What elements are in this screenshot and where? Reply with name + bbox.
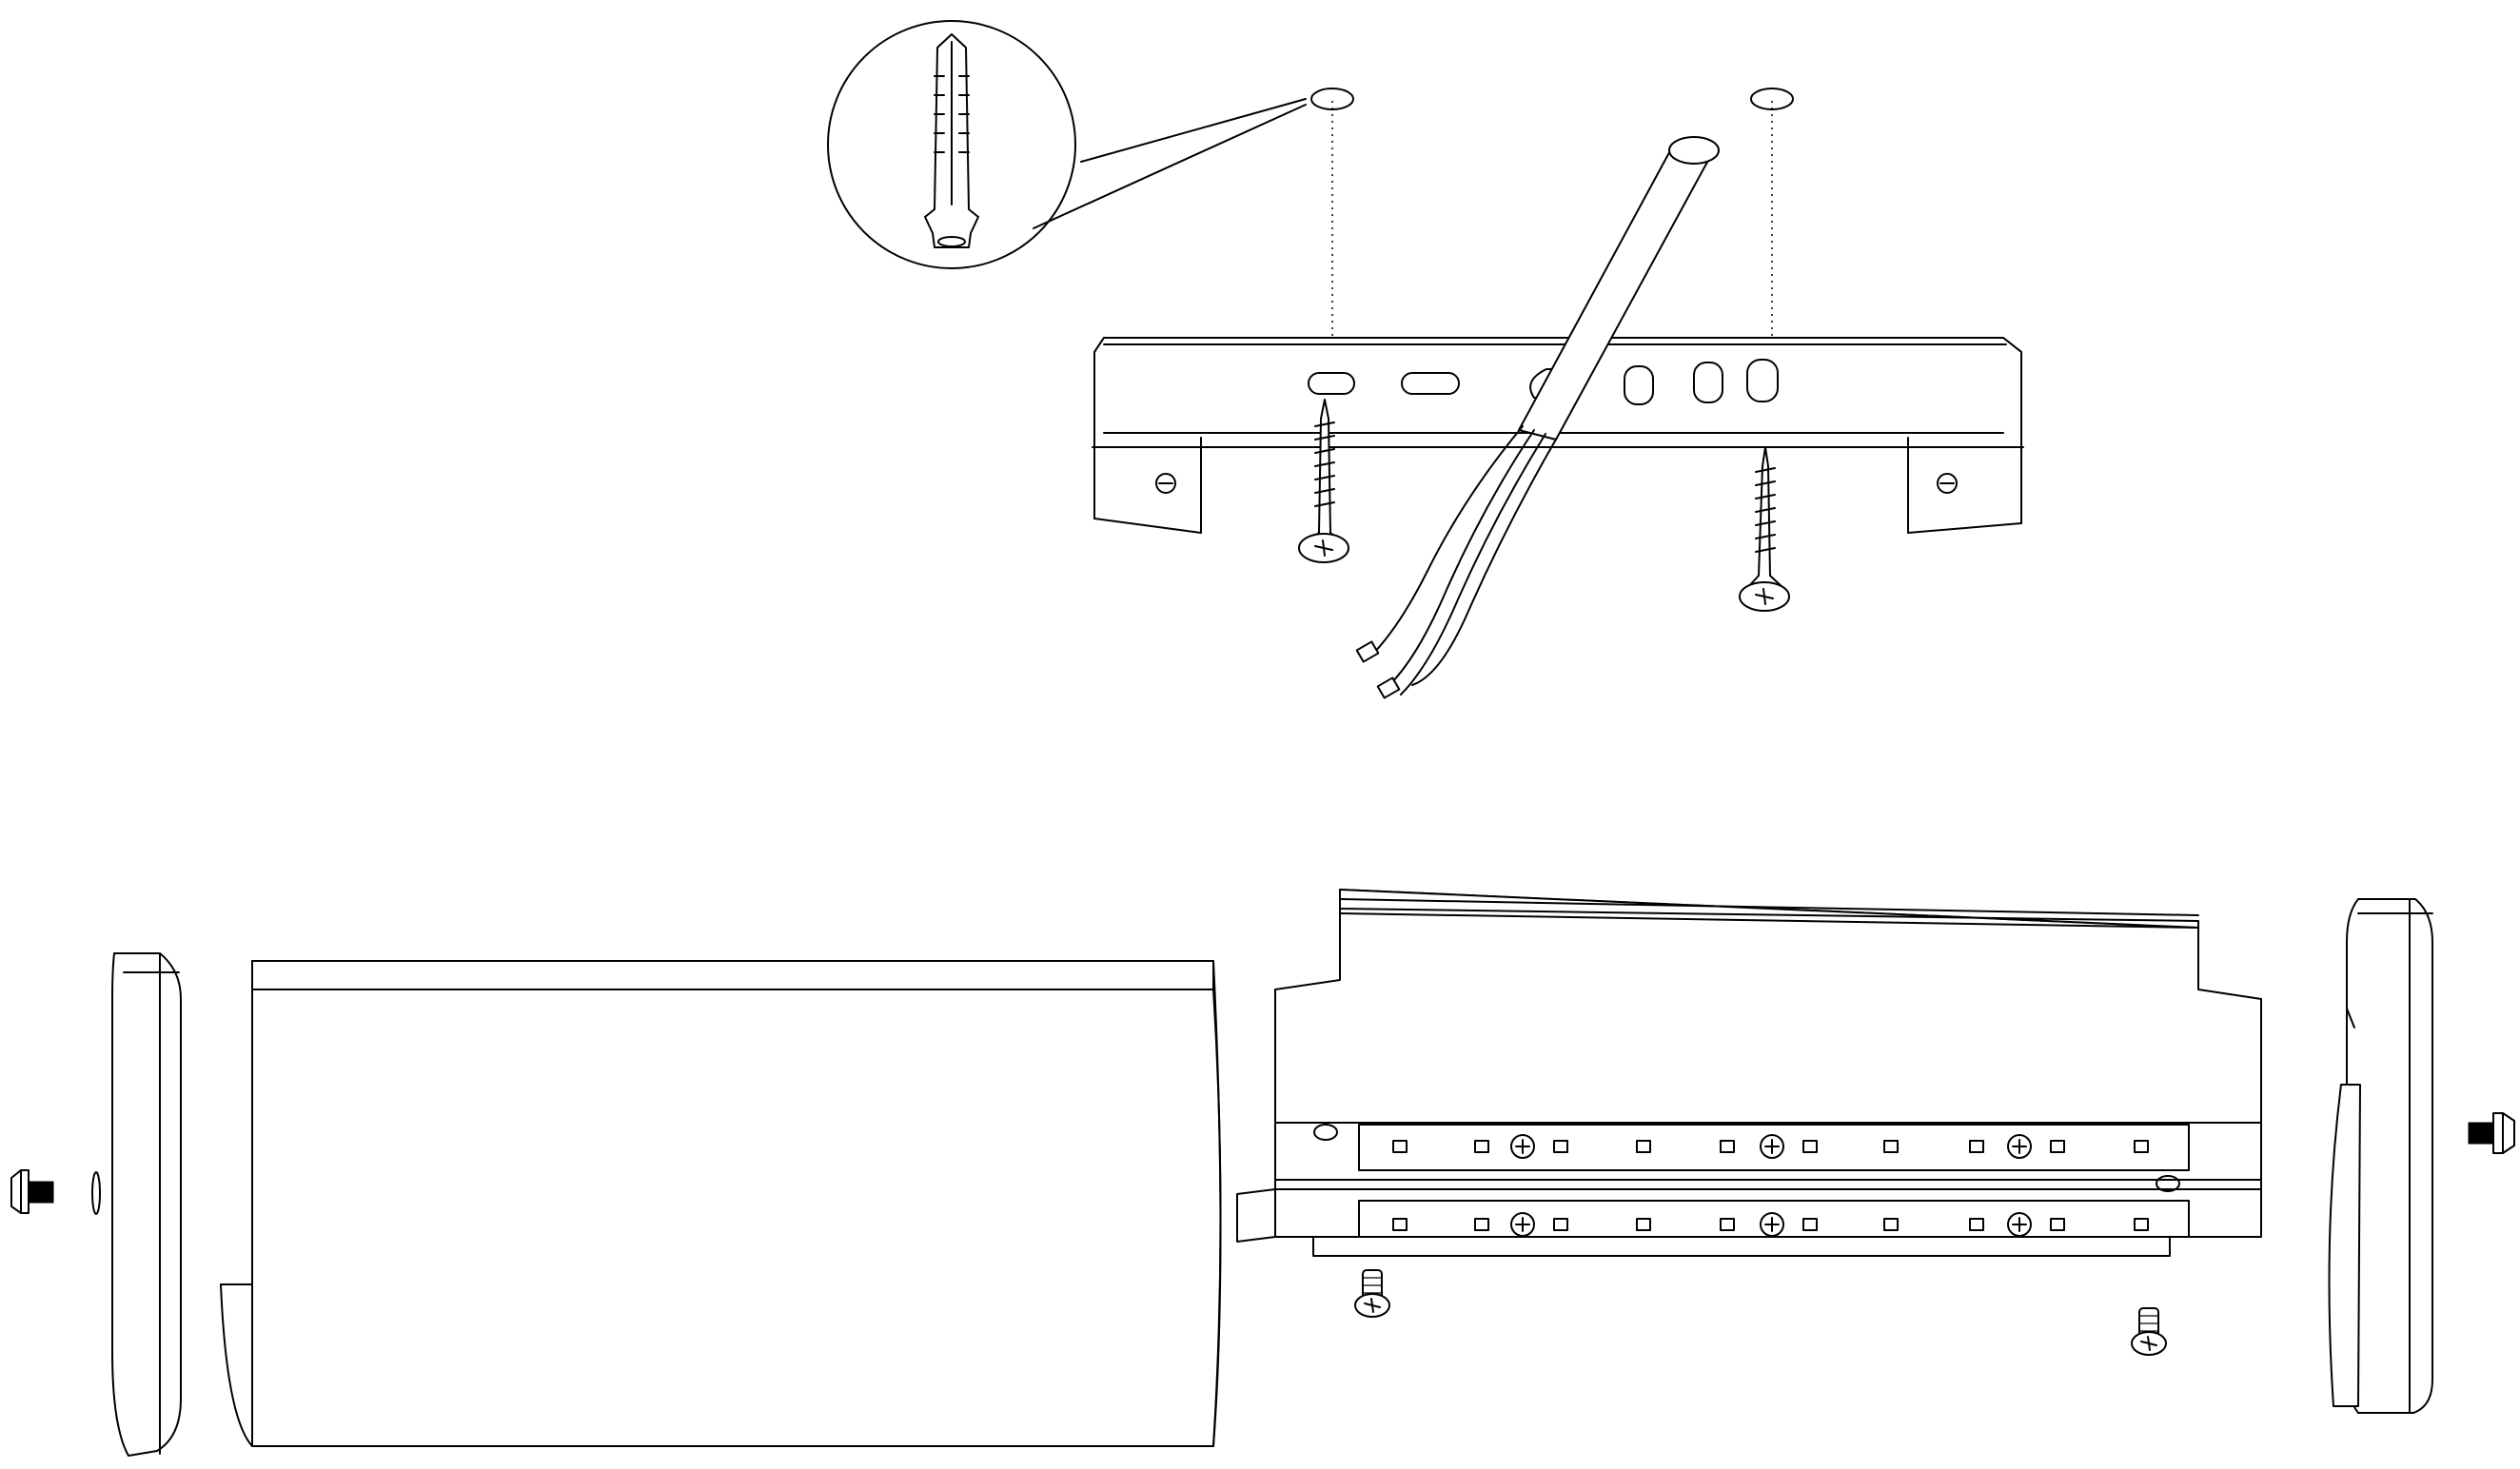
tray-screw-right-icon (2132, 1308, 2166, 1355)
tray-screw-left-icon (1355, 1270, 1389, 1317)
end-cap-left (92, 953, 181, 1456)
wall-plug-detail (828, 21, 1306, 268)
drill-hole-right (1751, 88, 1793, 362)
drill-hole-left (1311, 88, 1353, 376)
end-cap-screw-left-icon (11, 1170, 53, 1213)
wall-plug-icon (925, 34, 978, 247)
end-cap-screw-right-icon (2469, 1113, 2514, 1153)
led-chip-row-lower (1393, 1213, 2148, 1236)
power-cable (1357, 137, 1719, 698)
wall-screw-left-icon (1299, 400, 1349, 562)
led-module-tray (1237, 890, 2261, 1256)
end-cap-right (2330, 899, 2433, 1413)
diffuser-cover (221, 961, 1221, 1446)
led-chip-row-upper (1393, 1135, 2148, 1158)
wall-screw-right-icon (1740, 447, 1789, 611)
